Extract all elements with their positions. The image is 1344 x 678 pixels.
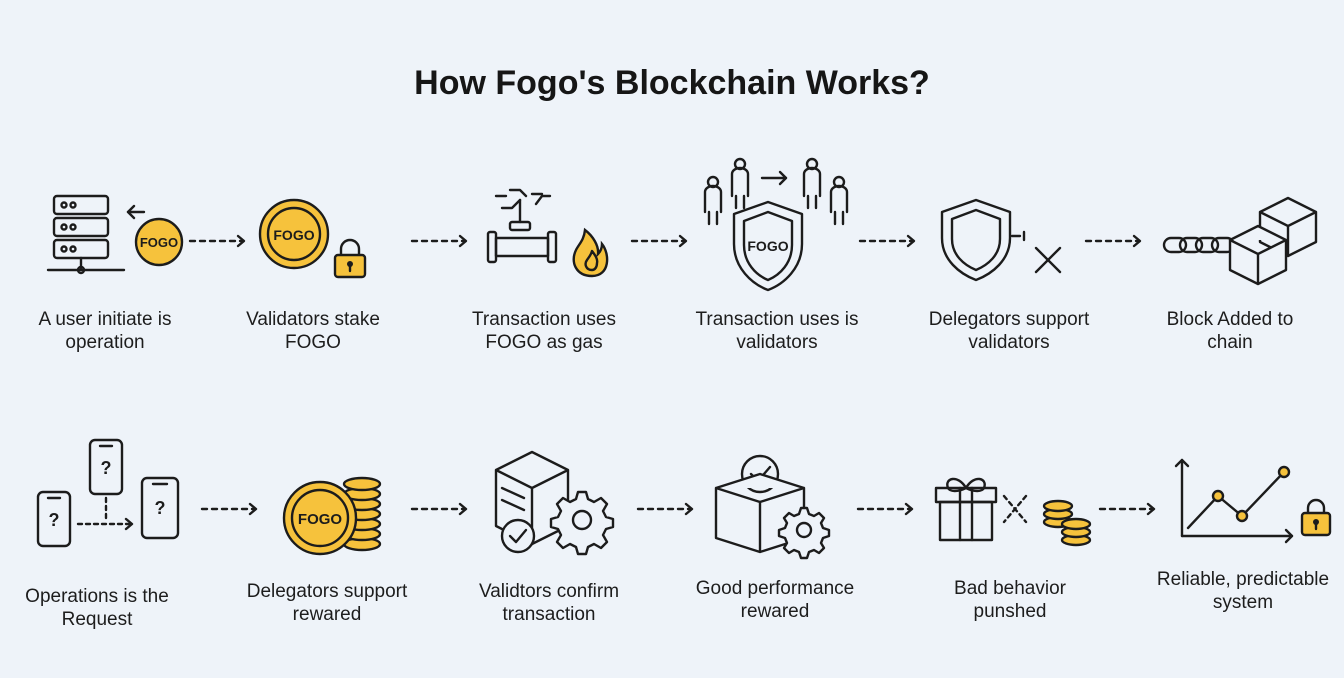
phones-question-icon: ? ? ?	[36, 438, 180, 548]
shield-x-icon	[940, 198, 1062, 282]
dashed-arrow-icon	[858, 234, 916, 248]
dashed-arrow-icon	[188, 234, 246, 248]
chart-lock-icon	[1174, 458, 1332, 544]
dashed-arrow-icon	[410, 234, 468, 248]
dashed-arrow-icon	[856, 502, 914, 516]
dashed-arrow-icon	[1098, 502, 1156, 516]
page-title: How Fogo's Blockchain Works?	[414, 64, 930, 102]
dashed-arrow-icon	[630, 234, 688, 248]
coin-lock-icon: FOGO	[258, 198, 367, 279]
dashed-arrow-icon	[200, 502, 258, 516]
box-check-gear-icon	[714, 454, 831, 560]
coin-stack-icon: FOGO	[282, 476, 382, 556]
question-mark: ?	[101, 458, 112, 478]
gift-coins-icon	[934, 477, 1092, 547]
coin-text: FOGO	[273, 227, 314, 243]
dashed-arrow-icon	[636, 502, 694, 516]
coin-text: FOGO	[140, 235, 178, 250]
question-mark: ?	[155, 498, 166, 518]
shield-people-icon: FOGO	[703, 157, 849, 292]
dashed-arrow-icon	[410, 502, 468, 516]
pipe-flame-icon	[486, 188, 609, 278]
coin-text: FOGO	[747, 238, 788, 254]
question-mark: ?	[49, 510, 60, 530]
coin-text: FOGO	[298, 511, 342, 528]
box-gear-check-icon	[494, 450, 615, 556]
chain-blocks-icon	[1162, 196, 1318, 286]
dashed-arrow-icon	[1084, 234, 1142, 248]
server-coin-icon: FOGO	[46, 194, 184, 275]
